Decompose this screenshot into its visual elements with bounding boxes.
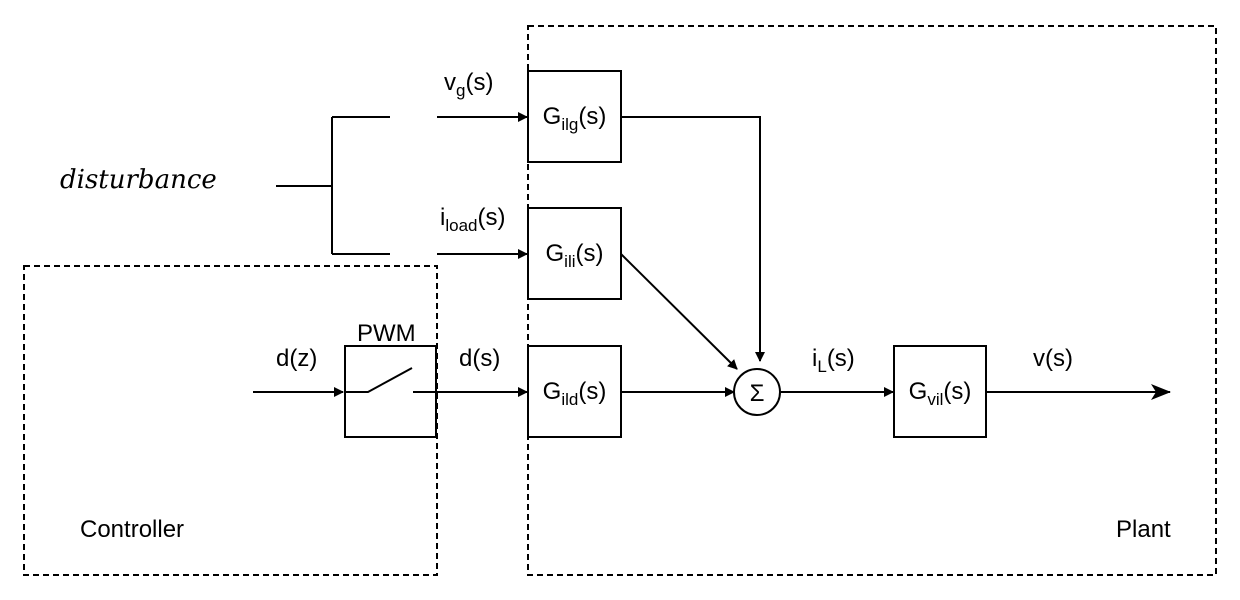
gvil-block [893,345,987,438]
gvil-sub: vil [927,390,943,409]
sum-junction [733,368,781,416]
gili-sub: ili [564,252,575,271]
plant-region [527,25,1217,576]
gili-block [527,207,622,300]
sum-symbol: Σ [750,380,765,407]
gilg-sub: ilg [561,115,578,134]
gvil-base: G [909,378,928,405]
gili-label: Gili(s) [546,240,604,271]
gild-sub: ild [561,390,578,409]
gilg-block [527,70,622,163]
gilg-label: Gilg(s) [543,103,607,134]
vs-signal-label: v(s) [1033,345,1073,372]
controller-label: Controller [80,516,184,543]
plant-label: Plant [1116,516,1171,543]
vg-signal-label: vg(s) [444,69,493,100]
iL-sub: L [817,357,826,376]
gild-block [527,345,622,438]
iload-sub: load [445,216,477,235]
gild-label: Gild(s) [543,378,607,409]
ds-signal-label: d(s) [459,345,500,372]
gili-base: G [546,240,565,267]
iload-base: i [440,204,445,231]
dz-signal-label: d(z) [276,345,317,372]
vg-tail: (s) [465,69,493,96]
gili-to-sum [620,253,738,370]
iload-signal-label: iload(s) [440,204,505,235]
disturbance-label: disturbance [60,165,217,195]
gvil-label: Gvil(s) [909,378,972,409]
gili-tail: (s) [576,240,604,267]
gilg-tail: (s) [578,103,606,130]
pwm-switch-icon [345,367,436,393]
pwm-label: PWM [357,320,416,347]
gvil-tail: (s) [943,378,971,405]
vg-sub: g [456,81,465,100]
iload-tail: (s) [477,204,505,231]
gild-tail: (s) [578,378,606,405]
iL-signal-label: iL(s) [812,345,855,376]
gilg-to-sum [621,116,765,362]
gild-base: G [543,378,562,405]
disturbance-bracket [276,116,390,255]
vg-base: v [444,69,456,96]
gilg-base: G [543,103,562,130]
iL-base: i [812,345,817,372]
iL-tail: (s) [827,345,855,372]
